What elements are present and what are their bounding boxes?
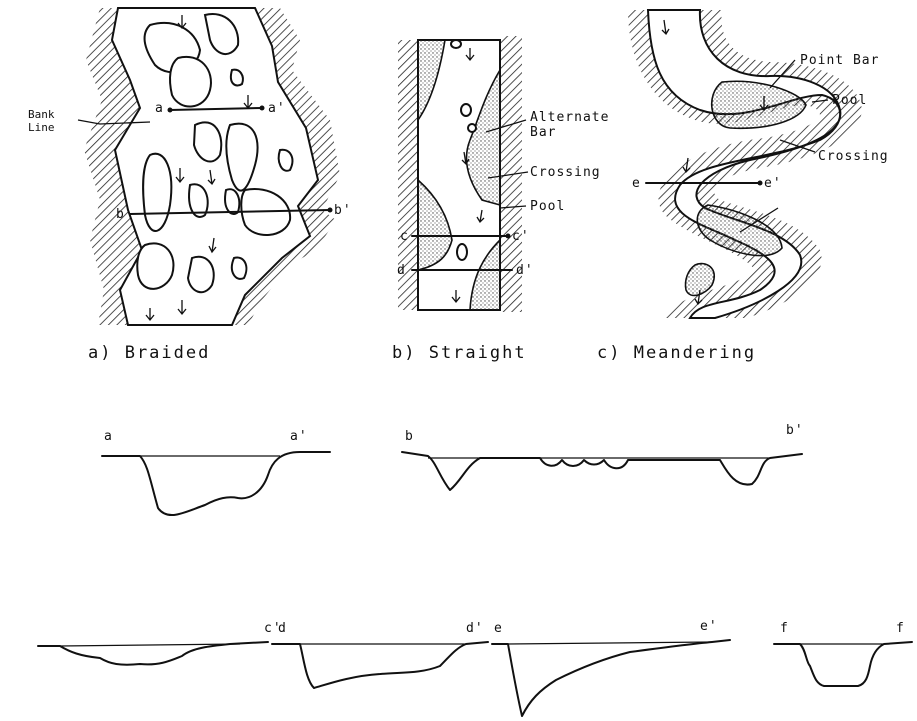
section-profile [492, 640, 730, 716]
label-alternate: Alternate [530, 110, 609, 125]
section-label-a-prime: a' [268, 101, 286, 116]
point-bar [697, 205, 782, 256]
label-crossing: Crossing [818, 149, 889, 164]
cross-section-dd: d d' [272, 621, 488, 688]
section-label-c-prime: c' [512, 229, 530, 244]
section-label: f [896, 621, 905, 636]
section-label: d' [466, 621, 484, 636]
section-label: d [278, 621, 287, 636]
island [143, 154, 171, 231]
section-label: b [405, 429, 414, 444]
section-profile [272, 642, 488, 688]
section-label-e: e [632, 176, 641, 191]
label-bar: Bar [530, 125, 556, 140]
section-label-b: b [116, 207, 125, 222]
caption-straight: b) Straight [392, 343, 527, 363]
caption-meandering: c) Meandering [597, 343, 756, 363]
straight-plan: c c' d d' Alternate Bar Crossing Pool b)… [392, 36, 609, 363]
section-label: e [494, 621, 503, 636]
section-label-c: c [400, 229, 409, 244]
island [194, 122, 221, 161]
label-pool: Pool [832, 93, 867, 108]
label-pool: Pool [530, 199, 565, 214]
section-label-b-prime: b' [334, 203, 352, 218]
section-label-a: a [155, 101, 164, 116]
island [279, 150, 293, 171]
section-label-e-prime: e' [764, 176, 782, 191]
label-point-bar: Point Bar [800, 53, 879, 68]
section-profile [102, 452, 330, 515]
bank-line-label: Bank [28, 108, 55, 121]
section-label: b' [786, 423, 804, 438]
section-label: f [780, 621, 789, 636]
island [231, 70, 243, 86]
braided-plan: Bank Line a a' b b' a) Braided [28, 8, 352, 363]
section-label: e' [700, 619, 718, 634]
cross-section-cc: c' [38, 621, 282, 665]
label-crossing: Crossing [530, 165, 601, 180]
section-profile [774, 642, 912, 686]
island [170, 57, 211, 107]
cross-section-ff: f f [774, 621, 912, 686]
island [137, 243, 173, 289]
island [225, 189, 239, 214]
island [232, 258, 246, 279]
meandering-plan: e e' Point Bar Pool Crossing c) Meanderi… [597, 10, 889, 363]
section-label: a' [290, 429, 308, 444]
bank-line-label: Line [28, 121, 55, 134]
island [188, 257, 214, 292]
section-label-d: d [397, 263, 406, 278]
caption-braided: a) Braided [88, 343, 210, 363]
section-label-d-prime: d' [516, 263, 534, 278]
section-label: a [104, 429, 113, 444]
cross-section-ee: e e' [492, 619, 730, 716]
cross-section-bb: b b' [402, 423, 804, 490]
cross-section-aa: a a' [102, 429, 330, 515]
